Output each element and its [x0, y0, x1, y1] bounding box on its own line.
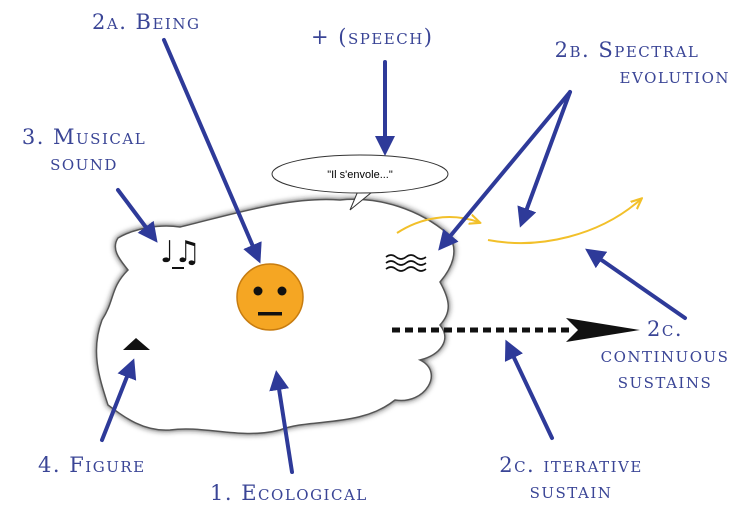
iterative-sustain-arrowhead [566, 318, 640, 342]
neutral-face-icon [236, 263, 304, 331]
figure-pointer-arrow [100, 358, 137, 442]
label-musical-sound: 3. Musical sound [14, 124, 154, 176]
label-speech: + (speech) [311, 25, 434, 49]
label-continuous-line2: continuous [600, 343, 730, 367]
spectral-pointer-arrow-b [517, 90, 572, 228]
continuous-pointer-arrow [585, 248, 687, 320]
spectral-waves-icon [385, 254, 427, 272]
iterative-pointer-arrow [504, 339, 554, 440]
label-figure: 4. Figure [38, 453, 146, 477]
label-iterative-line2: sustain [529, 479, 613, 503]
triangle-icon [123, 338, 150, 350]
ecological-pointer-arrow [269, 370, 294, 474]
being-pointer-arrow [162, 38, 262, 264]
spectral-pointer-arrow-a [438, 90, 572, 251]
label-continuous-line3: sustains [617, 369, 713, 393]
label-ecological: 1. Ecological [210, 481, 368, 505]
musical-pointer-arrow [116, 188, 158, 243]
label-spectral-evolution: 2b. Spectral evolution [524, 37, 730, 89]
label-iterative-line1: 2c. iterative [499, 453, 643, 477]
label-continuous-line1: 2c. [646, 317, 683, 341]
spectral-curve-right [487, 200, 640, 244]
label-musical-line1: 3. Musical [21, 125, 147, 149]
musical-note-icon: ♩♫ [160, 235, 201, 270]
label-spectral-line1: 2b. Spectral [554, 38, 700, 62]
label-musical-line2: sound [50, 151, 118, 175]
label-continuous-sustains: 2c. continuous sustains [590, 316, 740, 394]
speech-bubble-text: "Il s'envole..." [327, 169, 393, 181]
label-spectral-line2: evolution [619, 64, 730, 88]
label-iterative-sustain: 2c. iterative sustain [476, 452, 666, 504]
spectral-curve-left [396, 217, 478, 234]
label-being: 2a. Being [92, 10, 201, 34]
speech-bubble: "Il s'envole..." [271, 154, 449, 211]
